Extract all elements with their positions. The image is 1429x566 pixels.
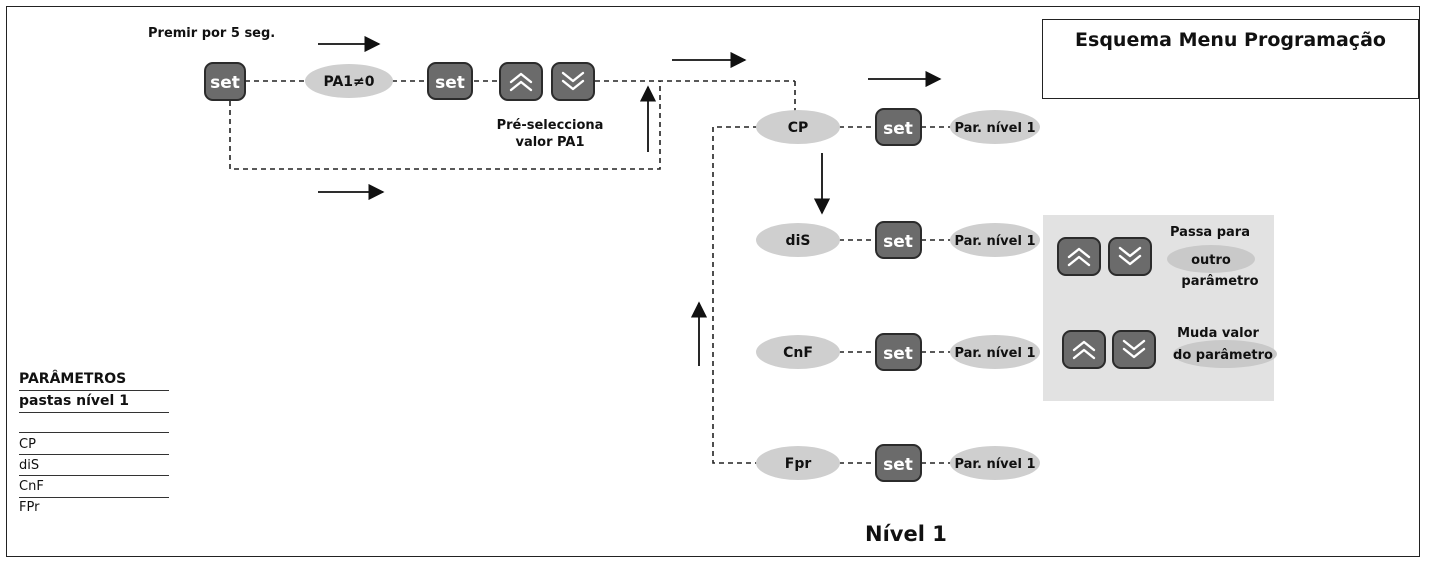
set-button: set bbox=[204, 62, 246, 101]
set-button bbox=[875, 108, 922, 146]
svg-text:outro: outro bbox=[1191, 253, 1231, 268]
flow-arrows bbox=[318, 35, 942, 366]
folder-row-fpr: Fpr set Par. nível 1 bbox=[756, 444, 1040, 482]
level-label: Nível 1 bbox=[865, 522, 947, 546]
preselect-label: Pré-selecciona valor PA1 bbox=[470, 117, 630, 151]
up-double-chevron-icon bbox=[1067, 247, 1091, 267]
svg-text:set: set bbox=[883, 455, 913, 475]
svg-text:set: set bbox=[210, 73, 240, 93]
svg-text:Muda valor: Muda valor bbox=[1177, 326, 1259, 341]
preselect-line-1: Pré-selecciona bbox=[496, 118, 604, 133]
legend-divider bbox=[19, 497, 169, 498]
svg-text:Passa para: Passa para bbox=[1170, 225, 1250, 240]
help-change-value: Muda valor do parâmetro bbox=[1062, 326, 1277, 369]
svg-text:set: set bbox=[883, 344, 913, 364]
param-ellipse bbox=[950, 335, 1040, 369]
set-button bbox=[875, 444, 922, 482]
set-button bbox=[875, 221, 922, 259]
folder-name: CnF bbox=[783, 345, 813, 361]
diagram-title: Esquema Menu Programação bbox=[1075, 29, 1386, 51]
param-label: Par. nível 1 bbox=[954, 457, 1035, 472]
legend-divider bbox=[19, 475, 169, 476]
legend-item: CnF bbox=[19, 479, 44, 494]
hold-instruction: Premir por 5 seg. bbox=[148, 26, 276, 41]
preselect-line-2: valor PA1 bbox=[515, 135, 585, 150]
folder-ellipse bbox=[756, 335, 840, 369]
folder-name: Fpr bbox=[785, 456, 812, 472]
legend-item: diS bbox=[19, 458, 40, 473]
top-flow: set PA1≠0 set bbox=[204, 62, 595, 101]
up-double-chevron-icon bbox=[509, 72, 533, 92]
param-label: Par. nível 1 bbox=[954, 121, 1035, 136]
folder-ellipse bbox=[756, 223, 840, 257]
up-button bbox=[499, 62, 543, 101]
folder-row-dis: diS set Par. nível 1 bbox=[756, 221, 1040, 259]
param-ellipse bbox=[950, 223, 1040, 257]
legend-item: FPr bbox=[19, 500, 40, 515]
title-box: Esquema Menu Programação bbox=[1042, 19, 1419, 99]
legend-heading-2: pastas nível 1 bbox=[19, 393, 129, 409]
legend-divider bbox=[19, 412, 169, 413]
folder-ellipse bbox=[756, 110, 840, 144]
folder-row-cp: CP set Par. nível 1 bbox=[756, 108, 1040, 146]
folder-ellipse bbox=[756, 446, 840, 480]
svg-text:PA1≠0: PA1≠0 bbox=[323, 74, 374, 90]
set-button: set bbox=[427, 62, 473, 100]
param-label: Par. nível 1 bbox=[954, 346, 1035, 361]
legend-item: CP bbox=[19, 437, 36, 452]
down-double-chevron-icon bbox=[561, 71, 585, 91]
svg-text:set: set bbox=[883, 119, 913, 139]
down-button bbox=[551, 62, 595, 101]
legend-divider bbox=[19, 432, 169, 433]
svg-text:set: set bbox=[435, 73, 465, 93]
param-label: Par. nível 1 bbox=[954, 234, 1035, 249]
svg-text:do parâmetro: do parâmetro bbox=[1173, 348, 1273, 363]
legend-heading-1: PARÂMETROS bbox=[19, 371, 127, 387]
svg-text:set: set bbox=[883, 232, 913, 252]
down-double-chevron-icon bbox=[1118, 246, 1142, 266]
folder-name: CP bbox=[788, 120, 809, 136]
down-double-chevron-icon bbox=[1122, 339, 1146, 359]
folder-row-cnf: CnF set Par. nível 1 bbox=[756, 333, 1040, 371]
dashed-connectors bbox=[229, 80, 950, 464]
set-button bbox=[875, 333, 922, 371]
diagram-frame bbox=[6, 6, 1420, 557]
svg-text:parâmetro: parâmetro bbox=[1181, 274, 1258, 289]
legend-divider bbox=[19, 454, 169, 455]
param-ellipse bbox=[950, 110, 1040, 144]
legend-divider bbox=[19, 390, 169, 391]
param-ellipse bbox=[950, 446, 1040, 480]
folder-name: diS bbox=[786, 233, 811, 249]
up-double-chevron-icon bbox=[1072, 340, 1096, 360]
help-next-parameter: Passa para outro parâmetro bbox=[1057, 225, 1259, 289]
condition-ellipse: PA1≠0 bbox=[305, 64, 393, 98]
